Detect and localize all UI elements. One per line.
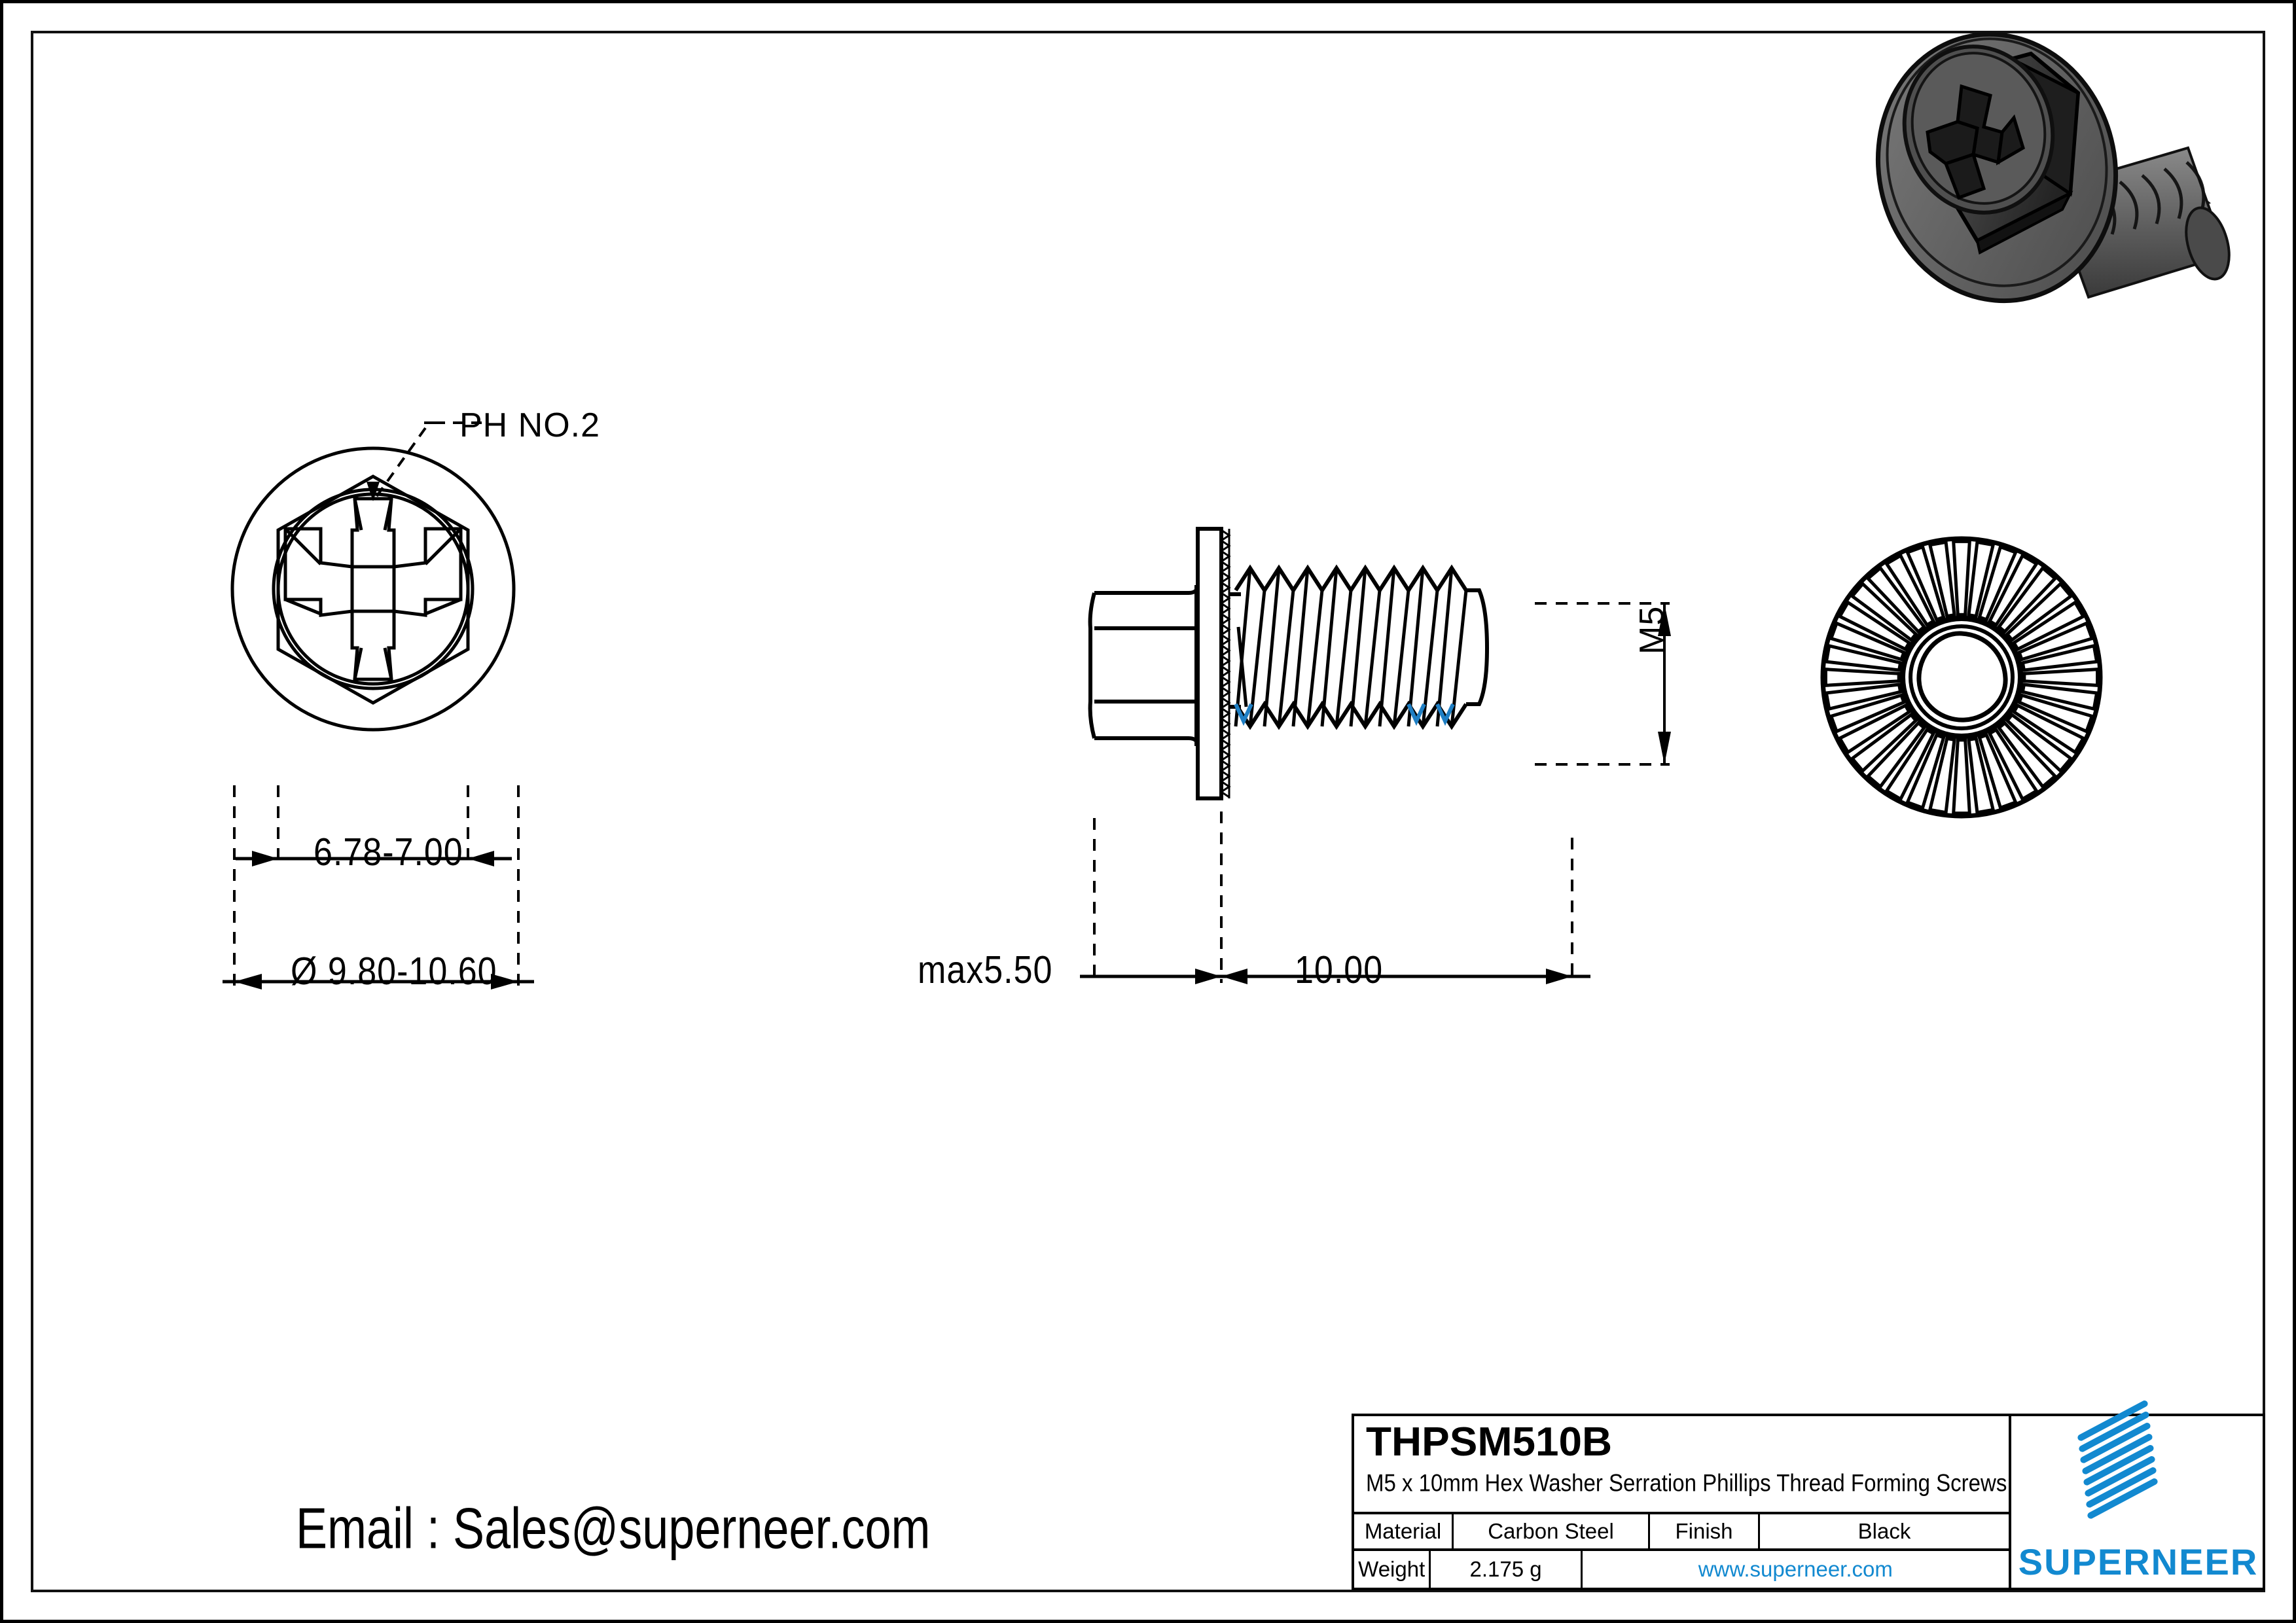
flange-outer-circle [230,446,516,732]
weight-label: Weight [1354,1551,1431,1588]
flange-serration-pattern [1219,529,1231,798]
website-link[interactable]: www.superneer.com [1698,1557,1893,1581]
title-block-main: THPSM510B M5 x 10mm Hex Washer Serration… [1354,1416,2011,1588]
logo-wordmark: SUPERNEER [2018,1541,2259,1582]
title-block: THPSM510B M5 x 10mm Hex Washer Serration… [1352,1399,2265,1590]
isometric-render [1862,13,2281,353]
serration-tooth [1977,732,2018,810]
serration-tooth [2022,668,2100,687]
weight-value: 2.175 g [1431,1551,1583,1588]
serration-tooth [1829,693,1907,734]
serration-tooth [1952,539,1971,616]
serration-tooth [1823,668,1901,687]
serration-tooth [1905,544,1946,622]
phillips-cross-recess [283,497,463,681]
title-block-header: THPSM510B M5 x 10mm Hex Washer Serration… [1354,1416,2009,1514]
serration-tooth [1884,727,1936,802]
dim-length-group [1073,772,1597,1008]
dim-thread-size [1535,596,1698,772]
serration-tooth [1865,721,1927,789]
serrated-washer-bottom-view [1808,524,2115,831]
thread-root-accent [1234,703,1455,726]
serration-tooth [1837,599,1912,652]
render-hex-head [1902,45,2081,255]
serration-tooth [2017,693,2094,734]
title-block-row-material: Material Carbon Steel Finish Black [1354,1514,2009,1551]
serration-tooth [1850,581,1918,643]
serration-tooth [1967,540,1996,618]
dim-thread-size-text: M5 [1633,605,1671,654]
finish-label: Finish [1650,1514,1760,1548]
dim-flange-diameter [216,785,622,1008]
hex-head-profile [1088,535,1200,797]
part-description: M5 x 10mm Hex Washer Serration Phillips … [1366,1469,2007,1497]
serration-tooth [1967,736,1996,815]
hex-outline [276,474,470,705]
serration-tooth [2011,599,2086,652]
ph-callout-label: PH NO.2 [459,406,601,444]
dim-thread-length-text: 10.00 [1295,948,1384,992]
serration-tooth [1996,721,2058,789]
thread-profile [1229,564,1490,730]
serration-tooth [1865,565,1927,634]
serration-tooth [2011,703,2086,755]
material-value: Carbon Steel [1454,1514,1650,1548]
serration-tooth [1837,703,1912,755]
render-phillips-recess [1926,84,2025,200]
side-elevation-view [1060,517,1597,805]
head-top-view [183,399,681,1041]
brand-logo: SUPERNEER [2011,1399,2263,1588]
dim-across-flats [216,785,596,890]
serration-tooth [1996,565,2058,634]
logo-bars-icon [2074,1399,2205,1525]
serration-tooth [1905,732,1946,810]
serration-tooth [1884,553,1936,628]
serration-tooth [1829,621,1907,662]
serration-tooth [1928,540,1956,618]
washer-outer-circle [1820,536,2103,819]
dim-head-height-text: max5.50 [918,948,1053,992]
serration-tooth [1987,553,2039,628]
dim-flange-diameter-text: Ø 9.80-10.60 [291,950,497,993]
serration-tooth [2020,643,2099,672]
serration-tooth [1824,643,1903,672]
serration-tooth [1987,727,2039,802]
serration-tooth [2005,712,2073,774]
serration-tooth [1952,738,1971,815]
ph-callout-leader [372,421,488,503]
finish-value: Black [1857,1519,1911,1543]
dim-across-flats-text: 6.78-7.00 [314,830,463,874]
drawing-frame-border [31,31,2265,1592]
serration-tooth [2020,683,2099,711]
contact-email: Email : Sales@superneer.com [296,1497,931,1561]
part-code: THPSM510B [1366,1419,1613,1465]
serration-tooth [1928,736,1956,815]
serration-tooth [1977,544,2018,622]
serration-tooth [2017,621,2094,662]
ph-callout-arrow [367,482,380,501]
flange-washer-profile [1196,527,1223,800]
serration-tooth [1824,683,1903,711]
serration-tooth [2005,581,2073,643]
material-label: Material [1354,1514,1454,1548]
trilobe-bore [1916,631,2008,722]
serration-tooth [1850,712,1918,774]
title-block-row-weight: Weight 2.175 g www.superneer.com [1354,1551,2009,1588]
